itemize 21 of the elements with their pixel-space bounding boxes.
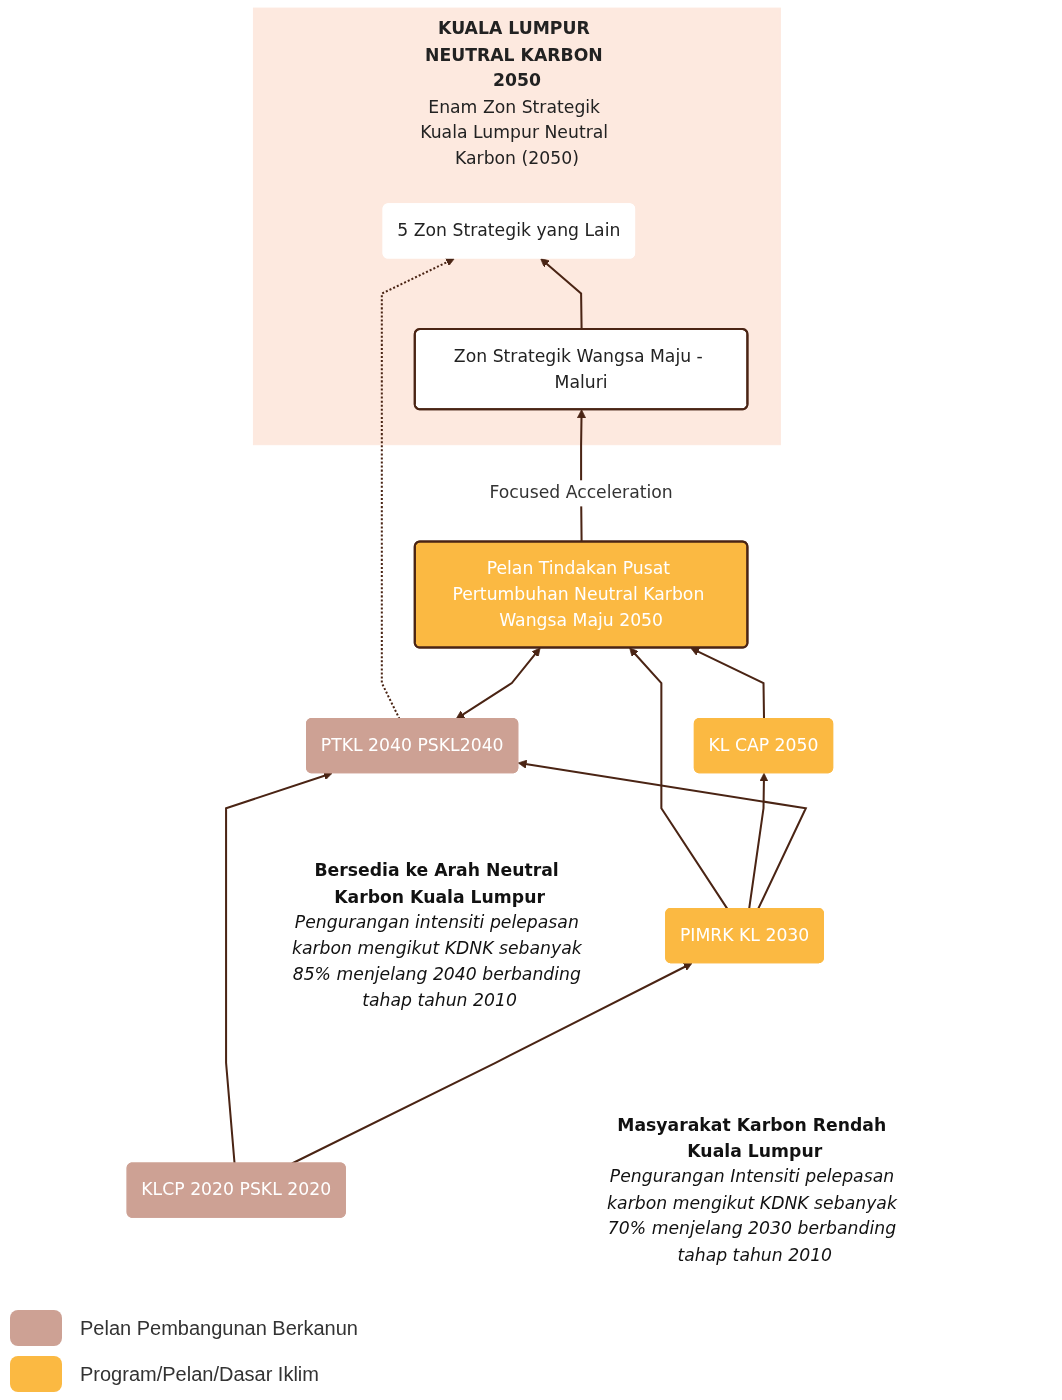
arrow: [629, 647, 729, 910]
process-box: KL CAP 2050: [693, 718, 833, 774]
process-box: PTKL 2040 PSKL2040: [305, 718, 519, 774]
arrow: [455, 647, 541, 720]
arrow: [747, 772, 769, 910]
arrow: [224, 771, 333, 1164]
process-box: Zon Strategik Wangsa Maju - Maluri: [413, 328, 749, 411]
process-box: Pelan Tindakan Pusat Pertumbuhan Neutral Karbon Wangsa Maju 2050: [413, 540, 749, 649]
legend-label: Pelan Pembangunan Berkanun: [80, 1316, 358, 1340]
group-title: KUALA LUMPUR NEUTRAL KARBON 2050 Enam Zon Strategik Kuala Lumpur Neutral Karbon (2050): [420, 18, 608, 168]
legend-label: Program/Pelan/Dasar Iklim: [80, 1362, 319, 1386]
process-box: KLCP 2020 PSKL 2020: [126, 1162, 346, 1218]
arrow: [380, 258, 455, 720]
arrow: [517, 759, 808, 910]
node-annotation: Bersedia ke Arah Neutral Karbon Kuala Lumpur Pengurangan intensiti pelepasan karbon mengikut KDNK sebanyak 85% menjelang 2040 berbanding tahap tahun 2010: [291, 860, 582, 1010]
edge-label: Focused Acceleration: [489, 480, 673, 507]
arrow: [540, 258, 583, 330]
arrow: [690, 647, 765, 720]
process-box: 5 Zon Strategik yang Lain: [382, 203, 635, 259]
node-annotation: Masyarakat Karbon Rendah Kuala Lumpur Pengurangan Intensiti pelepasan karbon mengikut KDNK sebanyak 70% menjelang 2030 berbanding tahap tahun 2010: [606, 1114, 897, 1265]
process-box: PIMRK KL 2030: [665, 907, 824, 964]
